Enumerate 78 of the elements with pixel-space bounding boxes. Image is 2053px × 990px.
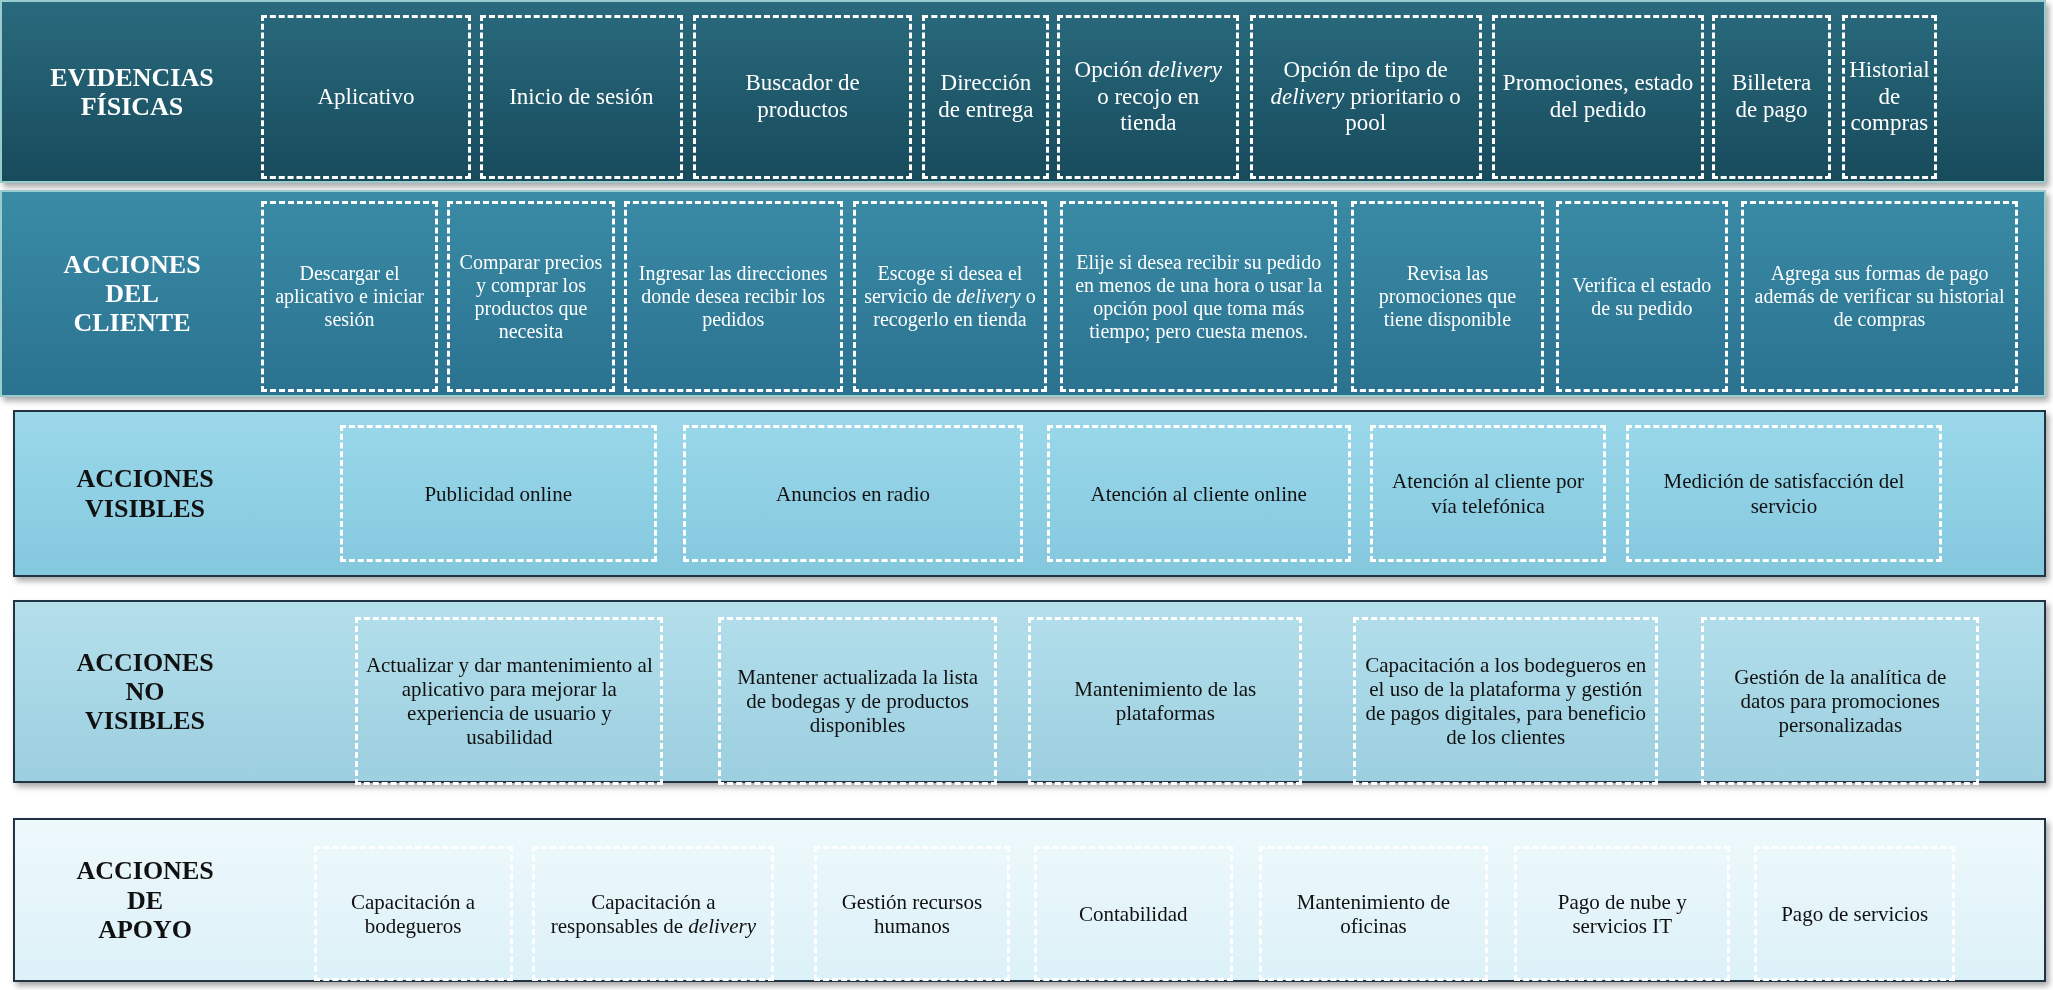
dashed-step-box [1841, 15, 1938, 179]
step-text: Pago de nube y servicios IT [1556, 889, 1688, 939]
dashed-step-box [1753, 846, 1956, 982]
dashed-step-box [1353, 617, 1659, 785]
dashed-step-box [623, 201, 843, 393]
dashed-step-box [1492, 15, 1705, 179]
step-text: Ingresar las direcciones donde desea recibir los pedidos [637, 262, 829, 332]
dashed-step-box [813, 846, 1011, 982]
step-text: Contabilidad [1078, 901, 1188, 926]
step-text: Inicio de sesión [509, 83, 654, 111]
step-text: Mantenimiento de las plataformas [1073, 677, 1258, 726]
step-text: Historial de compras [1849, 57, 1930, 137]
step-text: Opción delivery o recojo en tienda [1073, 57, 1224, 137]
step-text: Elije si desea recibir su pedido en menos de una hora o usar la opción pool que toma más tiempo; pero cuesta menos. [1074, 250, 1324, 343]
dashed-step-box [1059, 201, 1338, 393]
dashed-step-box [1046, 424, 1351, 563]
step-text: Capacitación a bodegueros [350, 889, 477, 939]
dashed-step-box [922, 15, 1050, 179]
step-text: Mantener actualizada la lista de bodegas y de productos disponibles [736, 664, 979, 738]
dashed-step-box [1249, 15, 1482, 179]
step-text: Revisa las promociones que tiene disponible [1377, 262, 1518, 332]
dashed-step-box [261, 201, 438, 393]
swimlane-band [13, 409, 2047, 578]
dashed-step-box [1711, 15, 1832, 179]
lane-heading: ACCIONES VISIBLES [75, 463, 215, 525]
swimlane-band [13, 818, 2047, 982]
step-text: Mantenimiento de oficinas [1295, 889, 1452, 939]
step-text: Publicidad online [424, 481, 572, 506]
dashed-step-box [682, 424, 1024, 563]
swimlane-band [0, 189, 2047, 397]
swimlane-band [0, 0, 2047, 184]
step-text: Pago de servicios [1781, 901, 1929, 926]
step-text: Opción de tipo de delivery prioritario o pool [1269, 57, 1462, 137]
dashed-step-box [1350, 201, 1545, 393]
step-text: Comparar precios y comprar los productos que necesita [458, 250, 604, 343]
step-text: Promociones, estado del pedido [1501, 70, 1695, 124]
step-text: Actualizar y dar mantenimiento al aplicativo para mejorar la experiencia de usuario y usabilidad [364, 652, 654, 750]
step-text: Capacitación a responsables de delivery [549, 889, 757, 939]
dashed-step-box [313, 846, 513, 982]
step-text: Atención al cliente online [1090, 481, 1307, 506]
dashed-step-box [1514, 846, 1731, 982]
step-text: Gestión recursos humanos [840, 889, 984, 939]
dashed-step-box [261, 15, 471, 179]
step-text: Dirección de entrega [937, 70, 1035, 124]
step-text: Descargar el aplicativo e iniciar sesión [274, 262, 425, 332]
dashed-step-box [355, 617, 664, 785]
step-text: Billetera de pago [1730, 70, 1813, 124]
swimlane-band [13, 599, 2047, 783]
dashed-step-box [1625, 424, 1943, 563]
dashed-step-box [1028, 617, 1303, 785]
step-text: Capacitación a los bodegueros en el uso de la plataforma y gestión de pagos digitales, para beneficio de los clientes [1364, 652, 1648, 750]
step-text: Verifica el estado de su pedido [1571, 273, 1713, 320]
step-text: Gestión de la analítica de datos para promociones personalizadas [1733, 664, 1948, 738]
dashed-step-box [1057, 15, 1240, 179]
lane-heading: ACCIONES DEL CLIENTE [62, 248, 202, 339]
step-text: Aplicativo [317, 83, 415, 111]
dashed-step-box [479, 15, 683, 179]
dashed-step-box [532, 846, 775, 982]
step-text: Escoge si desea el servicio de delivery o recogerlo en tienda [863, 262, 1037, 332]
dashed-step-box [1556, 201, 1728, 393]
lane-heading: ACCIONES DE APOYO [75, 855, 215, 946]
dashed-step-box [339, 424, 657, 563]
step-text: Atención al cliente por vía telefónica [1391, 469, 1585, 518]
dashed-step-box [1701, 617, 1980, 785]
dashed-step-box [718, 617, 998, 785]
step-text: Anuncios en radio [776, 481, 930, 506]
dashed-step-box [1033, 846, 1233, 982]
step-text: Medición de satisfacción del servicio [1662, 469, 1906, 518]
dashed-step-box [693, 15, 912, 179]
lane-heading: ACCIONES NO VISIBLES [75, 646, 215, 737]
step-text: Agrega sus formas de pago además de verificar su historial de compras [1753, 262, 2006, 332]
dashed-step-box [1740, 201, 2019, 393]
lane-heading: EVIDENCIAS FÍSICAS [49, 61, 215, 123]
dashed-step-box [447, 201, 615, 393]
dashed-step-box [1370, 424, 1606, 563]
dashed-step-box [853, 201, 1047, 393]
dashed-step-box [1258, 846, 1489, 982]
step-text: Buscador de productos [744, 70, 861, 124]
